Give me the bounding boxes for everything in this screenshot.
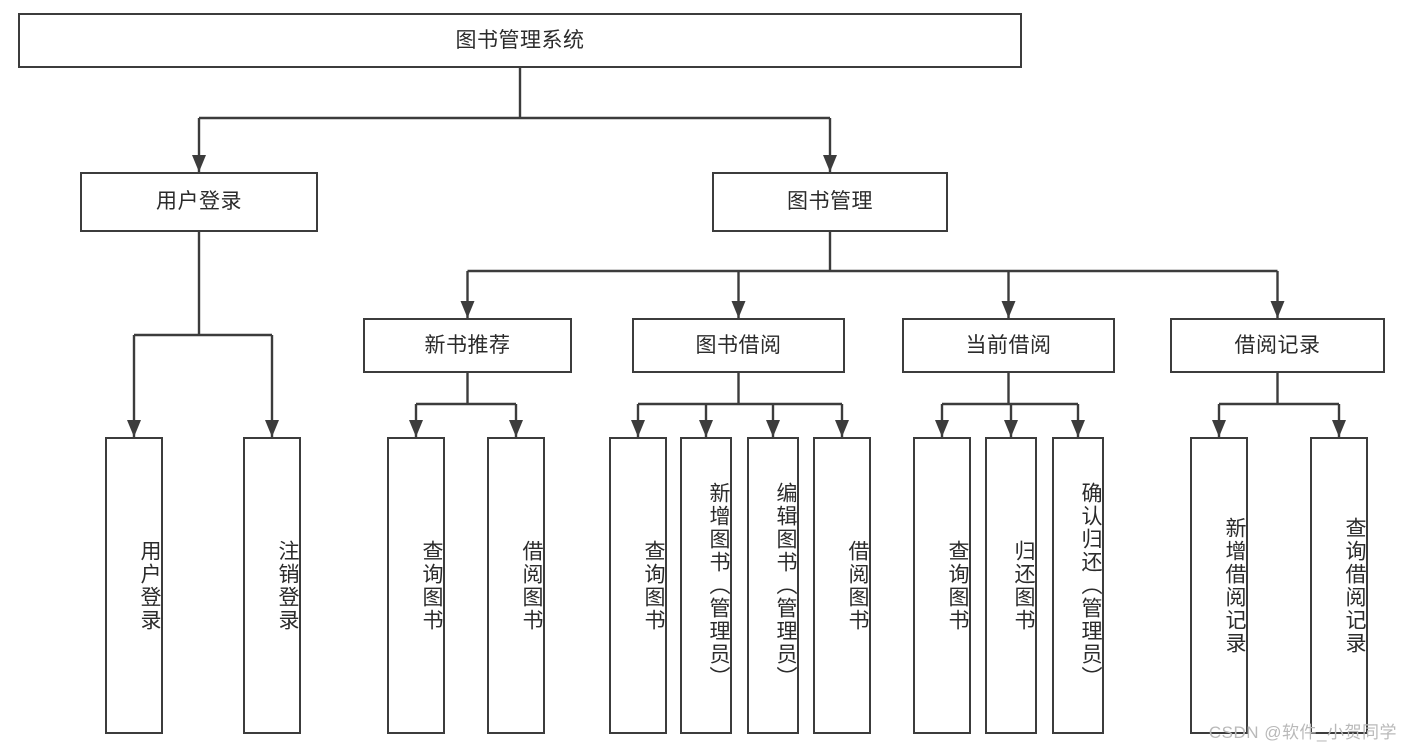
node-new-book-recommend[interactable]: 新书推荐 [363, 318, 572, 373]
node-borrow-record[interactable]: 借阅记录 [1170, 318, 1385, 373]
node-label: 新增借阅记录 [1223, 516, 1246, 655]
leaf-user-login[interactable]: 用户登录 [105, 437, 163, 734]
node-label: 当前借阅 [965, 333, 1052, 357]
leaf-current-return-book[interactable]: 归还图书 [985, 437, 1037, 734]
leaf-borrow-add-book[interactable]: 新增图书（管理员） [680, 437, 732, 734]
node-current-borrow[interactable]: 当前借阅 [902, 318, 1115, 373]
node-label: 图书管理 [787, 190, 873, 214]
node-label: 新书推荐 [424, 333, 511, 357]
leaf-borrow-borrow-book[interactable]: 借阅图书 [813, 437, 871, 734]
node-label: 注销登录 [276, 539, 299, 632]
leaf-current-query-book[interactable]: 查询图书 [913, 437, 971, 734]
node-label: 查询图书 [420, 539, 443, 632]
node-label: 借阅图书 [520, 539, 543, 632]
node-label: 用户登录 [138, 539, 161, 632]
node-book-management[interactable]: 图书管理 [712, 172, 948, 232]
node-label: 新增图书（管理员） [707, 482, 730, 689]
node-label: 图书借阅 [695, 333, 782, 357]
node-label: 归还图书 [1012, 539, 1035, 632]
node-label: 借阅记录 [1234, 333, 1321, 357]
node-label: 借阅图书 [846, 539, 869, 632]
node-root[interactable]: 图书管理系统 [18, 13, 1022, 68]
leaf-record-query-record[interactable]: 查询借阅记录 [1310, 437, 1368, 734]
node-book-borrow[interactable]: 图书借阅 [632, 318, 845, 373]
leaf-borrow-edit-book[interactable]: 编辑图书（管理员） [747, 437, 799, 734]
node-label: 查询借阅记录 [1343, 516, 1366, 655]
watermark-text: CSDN @软件_小贺同学 [1208, 723, 1397, 742]
node-user-login[interactable]: 用户登录 [80, 172, 318, 232]
leaf-record-add-record[interactable]: 新增借阅记录 [1190, 437, 1248, 734]
node-label: 查询图书 [642, 539, 665, 632]
leaf-newbook-borrow-book[interactable]: 借阅图书 [487, 437, 545, 734]
leaf-current-confirm-return[interactable]: 确认归还（管理员） [1052, 437, 1104, 734]
node-label: 查询图书 [946, 539, 969, 632]
leaf-newbook-query-book[interactable]: 查询图书 [387, 437, 445, 734]
node-label: 编辑图书（管理员） [774, 482, 797, 689]
leaf-user-logout[interactable]: 注销登录 [243, 437, 301, 734]
node-label: 图书管理系统 [455, 28, 585, 52]
node-label: 用户登录 [156, 190, 242, 214]
node-label: 确认归还（管理员） [1079, 482, 1102, 689]
leaf-borrow-query-book[interactable]: 查询图书 [609, 437, 667, 734]
